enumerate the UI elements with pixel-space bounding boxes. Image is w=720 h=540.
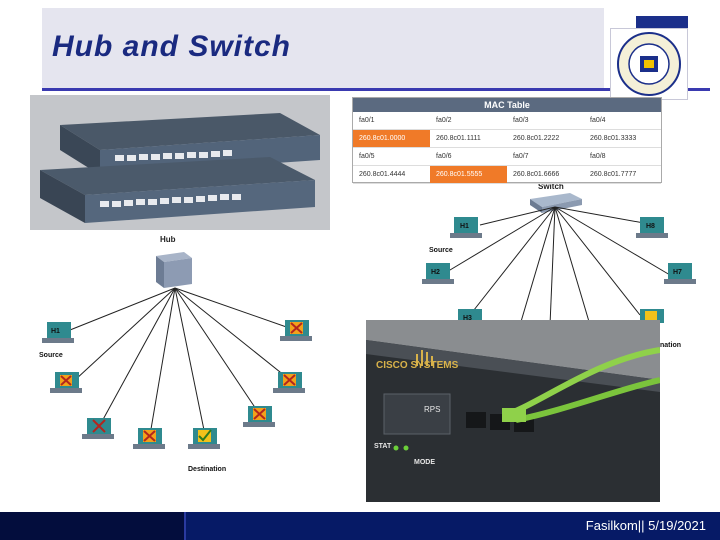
- university-logo: [610, 28, 688, 100]
- switch-node-h1: H1 Source: [429, 217, 482, 254]
- switch-node-h2: H2: [422, 263, 454, 284]
- svg-text:H3: H3: [463, 315, 472, 322]
- hub-destination-label: Destination: [188, 466, 226, 473]
- hub-icon: [156, 252, 192, 288]
- switch-node-h3: H3: [458, 309, 482, 323]
- hub-node-blocked-icon: [133, 428, 165, 449]
- router-stat-label: STAT: [374, 443, 392, 450]
- switch-diagram: Switch H1 Source H2: [350, 95, 720, 355]
- switch-node-h8: H8: [636, 217, 668, 238]
- router-mode-label: MODE: [414, 459, 435, 466]
- footer-left-block: [0, 512, 186, 540]
- mac-port: fa0/3: [507, 112, 584, 130]
- mac-address: 260.8c01.0000: [353, 130, 430, 148]
- mac-port: fa0/5: [353, 148, 430, 166]
- mac-port: fa0/2: [430, 112, 507, 130]
- svg-text:H1: H1: [460, 223, 469, 230]
- switch-icon: [530, 193, 582, 213]
- router-photo: CISCO SYSTEMS RPS STAT MODE: [366, 320, 660, 502]
- footer-text: Fasilkom|| 5/19/2021: [585, 518, 706, 533]
- hub-label: Hub: [160, 235, 176, 244]
- switch-destination-label: nation: [660, 342, 681, 349]
- mac-table: MAC Table fa0/1 fa0/2 fa0/3 fa0/4 260.8c…: [352, 97, 662, 184]
- router-model: RPS: [424, 405, 440, 414]
- svg-text:H1: H1: [51, 328, 60, 335]
- mac-port: fa0/7: [507, 148, 584, 166]
- switch-label: Switch: [538, 182, 564, 191]
- mac-port: fa0/6: [430, 148, 507, 166]
- mac-address: 260.8c01.1111: [430, 130, 507, 148]
- hub-node-blocked-icon: [280, 320, 312, 341]
- hub-node-blocked-icon: [273, 372, 305, 393]
- mac-address: 260.8c01.2222: [507, 130, 584, 148]
- switch-source-label: Source: [429, 247, 453, 254]
- hub-switch-photo: [30, 95, 330, 230]
- mac-address: 260.8c01.3333: [584, 130, 661, 148]
- svg-text:H7: H7: [673, 269, 682, 276]
- mac-port: fa0/1: [353, 112, 430, 130]
- hub-node-blocked-icon: [82, 418, 114, 439]
- svg-text:H8: H8: [646, 223, 655, 230]
- hub-source-label: Source: [39, 352, 63, 359]
- title-bar: [42, 8, 604, 90]
- mac-port: fa0/8: [584, 148, 661, 166]
- mac-port: fa0/4: [584, 112, 661, 130]
- mac-table-title: MAC Table: [353, 98, 661, 112]
- switch-node-h7: H7: [664, 263, 696, 284]
- hub-diagram: Hub H1 Source: [30, 230, 330, 510]
- svg-text:H2: H2: [431, 269, 440, 276]
- slide-title: Hub and Switch: [52, 30, 291, 63]
- mac-address: 260.8c01.5555: [430, 166, 507, 184]
- mac-address: 260.8c01.4444: [353, 166, 430, 184]
- mac-address: 260.8c01.7777: [584, 166, 661, 184]
- hub-node-destination: Destination: [188, 428, 226, 473]
- hub-node-blocked-icon: [50, 372, 82, 393]
- mac-address: 260.8c01.6666: [507, 166, 584, 184]
- title-underline: [42, 88, 710, 91]
- switch-node-destination: nation: [640, 309, 681, 349]
- hub-node-source: H1 Source: [39, 322, 74, 359]
- hub-node-blocked-icon: [243, 406, 275, 427]
